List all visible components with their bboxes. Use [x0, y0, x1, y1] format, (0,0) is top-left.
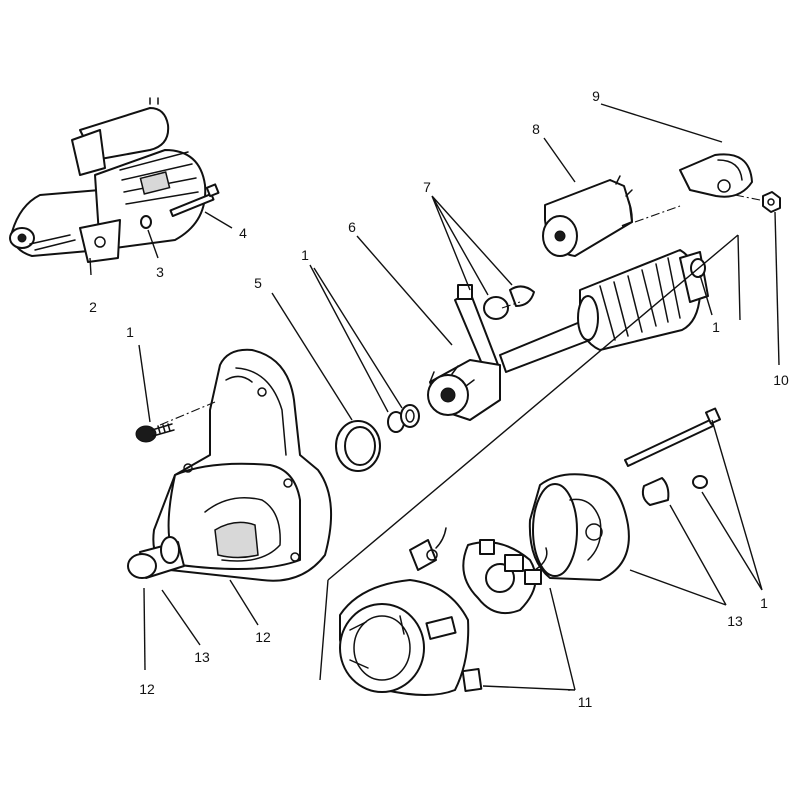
callout-12-housing: 12: [255, 629, 271, 645]
assembly-lines: [159, 194, 761, 681]
callout-12-shaft: 12: [139, 681, 155, 697]
bushing-parts: [641, 475, 708, 506]
callout-2: 2: [89, 299, 97, 315]
field-frame: [339, 527, 470, 696]
armature: [499, 249, 709, 373]
callout-6: 6: [348, 219, 356, 235]
long-through-bolt: [624, 407, 722, 467]
brush-holder: [462, 539, 548, 614]
callout-8: 8: [532, 121, 540, 137]
callout-7: 7: [423, 179, 431, 195]
callout-11: 11: [578, 694, 593, 710]
assembled-starter-motor: [9, 97, 207, 263]
callout-9: 9: [592, 88, 600, 104]
callout-13-pinion: 13: [194, 649, 210, 665]
callout-1-armature: 1: [712, 319, 720, 335]
terminal-cover: [679, 153, 753, 198]
lever-bushings: [483, 285, 535, 320]
mounting-bolt: [135, 423, 175, 443]
through-bolt-part: [169, 183, 220, 218]
drive-gear-assembly: [427, 284, 501, 421]
callout-13-right: 13: [727, 613, 743, 629]
callout-1-bolts: 1: [760, 595, 768, 611]
callout-1-rings: 1: [301, 247, 309, 263]
callout-5: 5: [254, 275, 262, 291]
pinion-shaft: [127, 536, 185, 579]
terminal-nut: [762, 191, 781, 213]
callout-10: 10: [773, 372, 789, 388]
callout-3: 3: [156, 264, 164, 280]
thrust-rings: [387, 404, 420, 433]
washer-part: [140, 215, 152, 229]
end-frame: [528, 473, 630, 581]
terminal-clip: [461, 667, 483, 693]
callout-1-left: 1: [126, 324, 134, 340]
solenoid: [542, 175, 633, 257]
bearing-ring: [335, 420, 381, 472]
callout-4: 4: [239, 225, 247, 241]
leader-lines: [89, 103, 780, 691]
